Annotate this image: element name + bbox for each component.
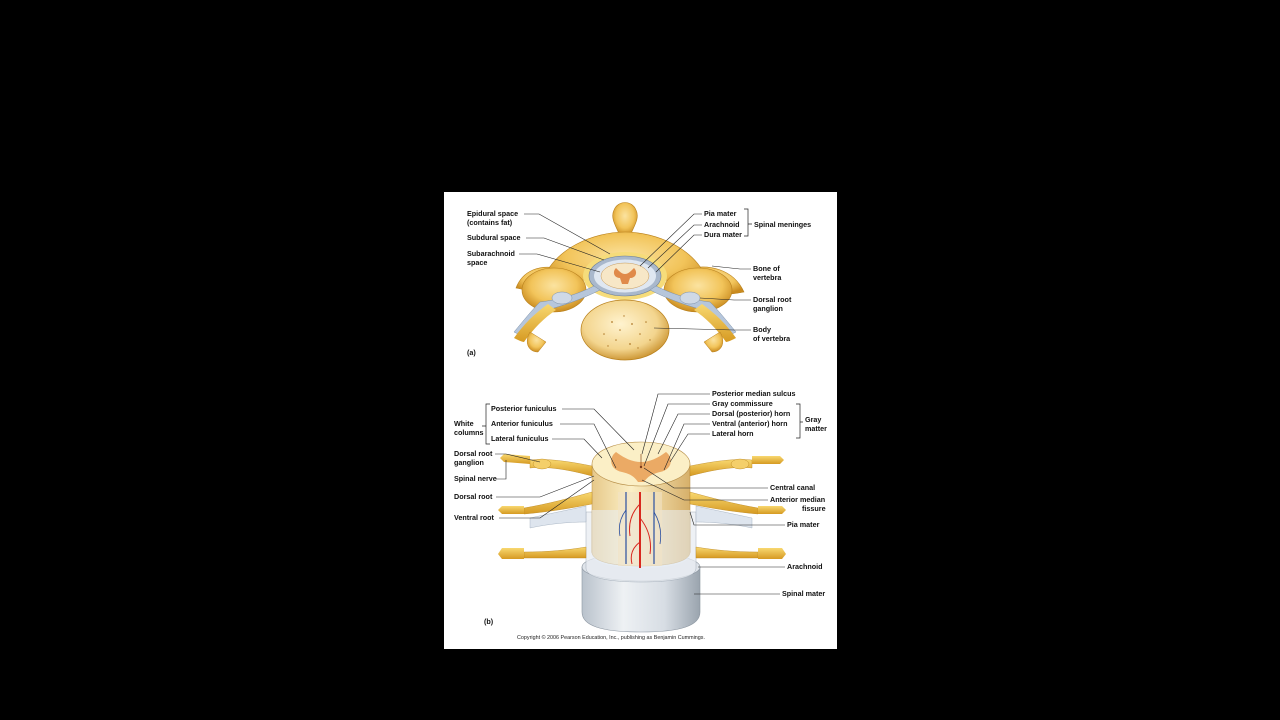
label-epidural-space: Epidural space xyxy=(467,209,518,218)
label-spinal-meninges: Spinal meninges xyxy=(754,220,811,229)
figure-card: Epidural space (contains fat) Subdural s… xyxy=(444,192,837,649)
label-central-canal: Central canal xyxy=(770,483,815,492)
label-lateral-horn: Lateral horn xyxy=(712,429,754,438)
label-pia-mater-a: Pia mater xyxy=(704,209,737,218)
label-subarachnoid: Subarachnoid xyxy=(467,249,515,258)
label-white-columns-2: columns xyxy=(454,428,484,437)
label-white-columns: White xyxy=(454,419,474,428)
label-posterior-median-sulcus: Posterior median sulcus xyxy=(712,389,795,398)
label-lateral-funiculus: Lateral funiculus xyxy=(491,434,549,443)
panel-label-b: (b) xyxy=(484,617,494,626)
label-body-of-vertebra-2: of vertebra xyxy=(753,334,791,343)
label-gray-matter-2: matter xyxy=(805,424,827,433)
label-epidural-space-note: (contains fat) xyxy=(467,218,513,227)
label-gray-commissure: Gray commissure xyxy=(712,399,773,408)
label-pia-mater-b: Pia mater xyxy=(787,520,820,529)
label-arachnoid-b: Arachnoid xyxy=(787,562,823,571)
vertebra-illustration xyxy=(513,202,745,361)
figure-b-labels: Posterior funiculus Anterior funiculus L… xyxy=(454,389,827,626)
label-dura-mater: Dura mater xyxy=(704,230,742,239)
label-anterior-median-fissure: Anterior median xyxy=(770,495,825,504)
label-bone-of-vertebra: Bone of xyxy=(753,264,780,273)
label-ventral-root: Ventral root xyxy=(454,513,495,522)
label-gray-matter: Gray xyxy=(805,415,821,424)
figure-a-labels: Epidural space (contains fat) Subdural s… xyxy=(467,208,811,357)
label-dorsal-horn: Dorsal (posterior) horn xyxy=(712,409,790,418)
label-ventral-horn: Ventral (anterior) horn xyxy=(712,419,787,428)
label-arachnoid-a: Arachnoid xyxy=(704,220,740,229)
spinal-cord-diagram: Epidural space (contains fat) Subdural s… xyxy=(454,202,827,641)
label-dorsal-root-ganglion-b-2: ganglion xyxy=(454,458,484,467)
label-anterior-funiculus: Anterior funiculus xyxy=(491,419,553,428)
label-bone-of-vertebra-2: vertebra xyxy=(753,273,782,282)
label-spinal-mater: Spinal mater xyxy=(782,589,825,598)
label-dorsal-root-ganglion-a-2: ganglion xyxy=(753,304,783,313)
panel-label-a: (a) xyxy=(467,348,476,357)
label-dorsal-root-ganglion-a: Dorsal root xyxy=(753,295,792,304)
label-dorsal-root-ganglion-b: Dorsal root xyxy=(454,449,493,458)
label-body-of-vertebra: Body xyxy=(753,325,771,334)
label-anterior-median-fissure-2: fissure xyxy=(802,504,826,513)
copyright-text: Copyright © 2006 Pearson Education, Inc.… xyxy=(517,634,705,641)
spinal-cord-illustration xyxy=(498,441,786,633)
label-subarachnoid-space: space xyxy=(467,258,487,267)
label-subdural-space: Subdural space xyxy=(467,233,521,242)
label-posterior-funiculus: Posterior funiculus xyxy=(491,404,557,413)
label-spinal-nerve: Spinal nerve xyxy=(454,474,497,483)
label-dorsal-root: Dorsal root xyxy=(454,492,493,501)
